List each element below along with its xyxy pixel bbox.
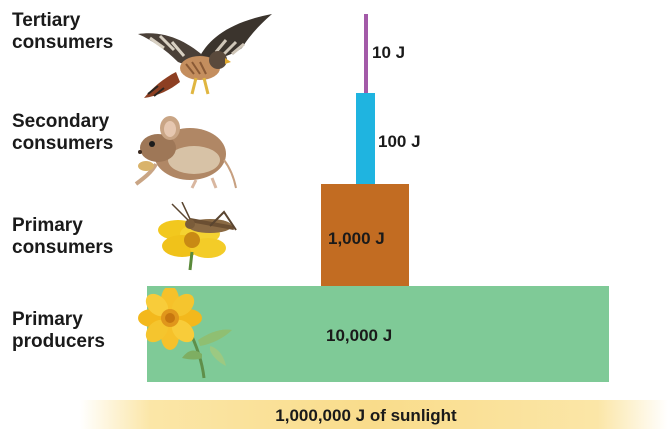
energy-value-producers: 10,000 J: [326, 326, 393, 345]
mouse-illustration: [134, 116, 237, 189]
sunlight-label: 1,000,000 J of sunlight: [275, 406, 457, 425]
flower-plant-illustration: [138, 288, 232, 379]
energy-value-tertiary: 10 J: [372, 43, 406, 62]
tertiary-bar: [364, 14, 368, 93]
label-line: consumers: [12, 237, 114, 258]
label-line: Tertiary: [12, 10, 81, 31]
label-line: Secondary: [12, 111, 110, 132]
label-line: consumers: [12, 32, 114, 53]
label-secondary-consumers: Secondary consumers: [12, 111, 113, 155]
energy-value-secondary: 100 J: [378, 132, 421, 151]
label-tertiary-consumers: Tertiary consumers: [12, 10, 113, 54]
label-primary-consumers: Primary consumers: [12, 215, 113, 259]
sunlight-band: [80, 400, 668, 429]
energy-value-primary-consumers: 1,000 J: [328, 229, 385, 248]
grasshopper-on-flower-illustration: [158, 202, 237, 271]
label-line: Primary: [12, 309, 83, 330]
label-primary-producers: Primary producers: [12, 309, 105, 353]
label-line: consumers: [12, 133, 114, 154]
label-line: Primary: [12, 215, 83, 236]
secondary-bar: [356, 93, 375, 184]
primary-consumers-bar: [321, 184, 409, 286]
label-line: producers: [12, 331, 105, 352]
hawk-illustration: [138, 14, 272, 98]
